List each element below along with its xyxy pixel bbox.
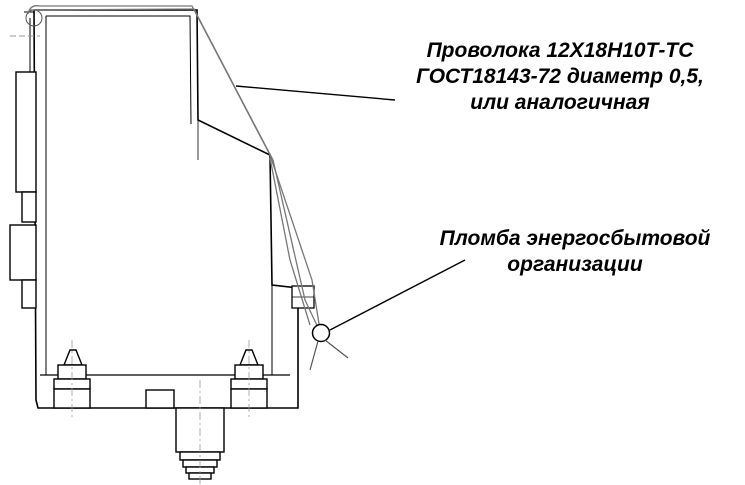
seal-annotation-line1: Пломба энергосбытовой [439,227,711,250]
top-corner-loop [10,9,43,37]
seal-leader-line [329,259,466,331]
wire-leader-line [235,85,396,101]
seal-annotation-line2: организации [507,253,643,276]
right-latch-block [291,285,315,309]
seal [309,323,349,371]
wire-annotation: Проволока 12Х18Н10Т-ТС ГОСТ18143-72 диам… [380,38,740,116]
left-foot [53,340,91,420]
wire-annotation-line2: ГОСТ18143-72 диаметр 0,5, [416,65,704,88]
seal-wire [27,5,322,335]
bottom-connector [145,380,225,485]
leader-lines [235,85,466,331]
wire-annotation-line1: Проволока 12Х18Н10Т-ТС [426,39,694,62]
left-side-blocks [9,11,37,309]
wire-annotation-line3: или аналогичная [470,91,650,114]
seal-annotation: Пломба энергосбытовой организации [405,226,745,278]
right-foot [230,340,268,420]
meter-body [33,9,299,409]
